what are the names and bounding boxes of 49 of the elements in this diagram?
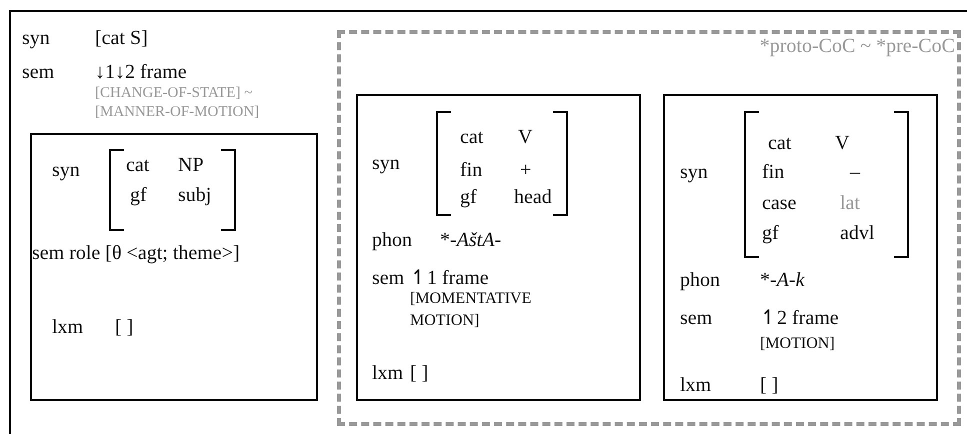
attribute-label: cat: [460, 127, 484, 147]
attribute-value: *-A-k: [760, 270, 804, 290]
attribute-value: *-AštA-: [440, 230, 502, 250]
attribute-value: V: [518, 127, 532, 147]
attribute-label: phon: [680, 270, 720, 290]
attribute-label: lxm: [372, 363, 404, 383]
attribute-value: [ ]: [115, 317, 134, 337]
attribute-value: head: [514, 187, 552, 207]
frame-box: [9, 10, 967, 434]
group-heading: *proto-CoC ~ *pre-CoC: [760, 36, 955, 56]
attribute-label: fin: [460, 160, 482, 180]
attribute-value: [ ]: [760, 375, 778, 395]
attribute-label: sem: [22, 62, 54, 82]
attribute-label: syn: [22, 28, 50, 48]
frame-label: [CHANGE-OF-STATE] ~ [MANNER-OF-MOTION]: [95, 84, 260, 122]
attribute-value: ↓1↓2 frame: [95, 62, 187, 82]
feature-box: [663, 94, 938, 401]
attribute-label: cat: [126, 155, 150, 175]
feature-box: [356, 94, 641, 401]
attribute-label: syn: [680, 162, 708, 182]
attribute-label: lxm: [52, 317, 84, 337]
attribute-label: lxm: [680, 375, 712, 395]
attribute-label: sem: [680, 308, 712, 328]
attribute-value: ↿2 frame: [760, 308, 839, 328]
role-line: sem role [θ <agt; theme>]: [32, 243, 240, 263]
attribute-label: phon: [372, 230, 412, 250]
attribute-value: V: [835, 133, 850, 153]
frame-label: [MOTION]: [760, 334, 835, 354]
attribute-label: case: [762, 193, 796, 213]
attribute-value: [ ]: [410, 363, 428, 383]
attribute-label: cat: [768, 133, 792, 153]
frame-label: [MOMENTATIVE MOTION]: [410, 289, 532, 331]
attribute-value: advl: [840, 223, 874, 243]
attribute-value: subj: [178, 185, 212, 205]
attribute-label: syn: [52, 160, 80, 180]
attribute-value: ↿1 frame: [410, 268, 489, 288]
dotted-group-box: [337, 30, 961, 426]
attribute-label: syn: [372, 153, 400, 173]
feature-box: [30, 133, 318, 401]
attribute-value: NP: [178, 155, 204, 175]
attribute-label: gf: [460, 187, 477, 207]
attribute-value: [cat S]: [95, 28, 148, 48]
attribute-label: gf: [130, 185, 147, 205]
attribute-value: –: [850, 162, 860, 182]
attribute-label: fin: [762, 162, 784, 182]
attribute-value: lat: [840, 193, 860, 213]
attribute-label: sem: [372, 268, 404, 288]
attribute-value: +: [520, 160, 532, 180]
attribute-label: gf: [762, 223, 779, 243]
